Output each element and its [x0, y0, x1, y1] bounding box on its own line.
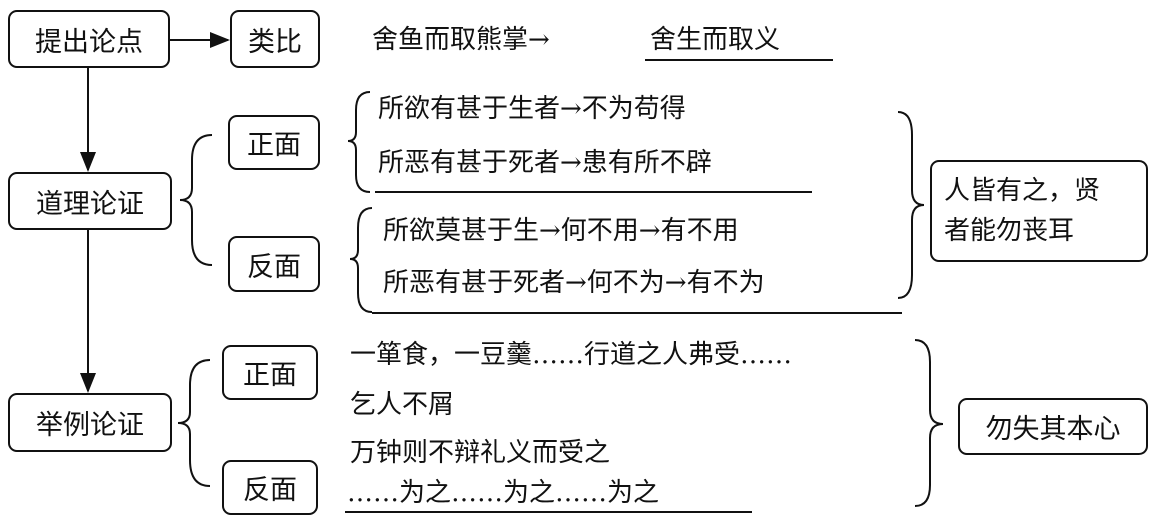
thesis-label: 提出论点 — [35, 26, 143, 58]
reason-negative-label: 反面 — [247, 251, 301, 283]
brace-reason-positive — [347, 91, 371, 193]
reason-positive-line: 所欲有甚于生者→不为苟得 — [378, 94, 686, 124]
brace-reason-negative — [349, 207, 373, 313]
examples-node: 举例论证 — [8, 393, 172, 452]
example-positive-line: 一箪食，一豆羹……行道之人弗受…… — [350, 340, 793, 370]
brace-examples — [177, 359, 211, 487]
example-negative-line: 万钟则不辩礼义而受之 — [350, 438, 611, 468]
reason-negative-node: 反面 — [228, 236, 320, 292]
brace-reasoning — [179, 134, 213, 266]
brace-reason-conclusion — [897, 111, 925, 299]
example-positive-line: 乞人不屑 — [350, 390, 455, 420]
example-positive-node: 正面 — [222, 345, 318, 400]
reason-conclusion-line: 者能勿丧耳 — [944, 216, 1075, 246]
example-conclusion-node: 勿失其本心 — [958, 398, 1148, 455]
reasoning-node: 道理论证 — [8, 172, 172, 230]
reason-negative-line: 所欲莫甚于生→何不用→有不用 — [383, 216, 739, 246]
analogy-target: 舍生而取义 — [650, 25, 781, 55]
reason-positive-node: 正面 — [228, 115, 320, 170]
reasoning-label: 道理论证 — [36, 188, 144, 220]
thesis-node: 提出论点 — [8, 10, 170, 68]
example-positive-label: 正面 — [243, 360, 297, 391]
example-negative-node: 反面 — [222, 460, 318, 515]
example-negative-line: ……为之……为之……为之 — [347, 478, 660, 508]
analogy-source: 舍鱼而取熊掌→ — [372, 25, 550, 55]
examples-label: 举例论证 — [36, 410, 144, 441]
reason-conclusion-line: 人皆有之，贤 — [944, 175, 1101, 206]
reason-positive-label: 正面 — [247, 130, 301, 161]
reason-conclusion-node: 人皆有之，贤 者能勿丧耳 — [930, 160, 1148, 262]
example-conclusion-label: 勿失其本心 — [985, 414, 1121, 445]
reason-positive-line: 所恶有甚于死者→患有所不辟 — [378, 148, 712, 178]
example-negative-label: 反面 — [243, 475, 297, 506]
reason-negative-line: 所恶有甚于死者→何不为→有不为 — [383, 268, 765, 298]
analogy-node: 类比 — [230, 10, 320, 68]
brace-example-conclusion — [914, 339, 944, 507]
analogy-label: 类比 — [248, 26, 302, 58]
